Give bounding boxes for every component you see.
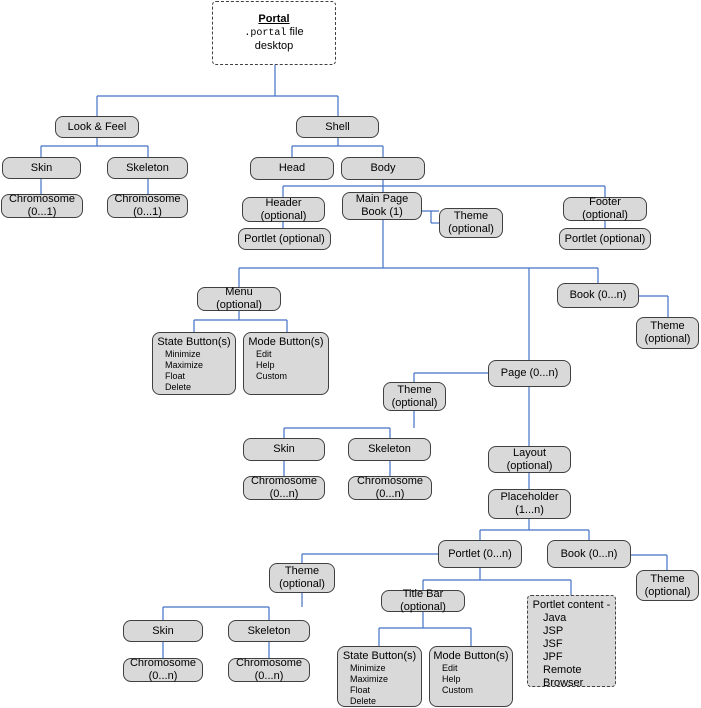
theme-book-lower-label: Theme (optional): [644, 572, 691, 598]
portal-ext: .portal: [244, 28, 287, 39]
state-buttons-title-node: State Button(s) Minimize Maximize Float …: [337, 646, 422, 707]
portal-desktop: desktop: [254, 40, 294, 52]
chromosome-skeleton-top-label: Chromosome (0...1): [114, 193, 181, 218]
chromosome-skin-mid-label: Chromosome (0...n): [250, 475, 318, 500]
chromosome-skeleton-low: Chromosome (0...n): [228, 657, 310, 682]
main-page-book-label: Main Page Book (1): [355, 193, 409, 218]
book-right-node: Book (0...n): [557, 283, 639, 308]
skeleton-low-label: Skeleton: [247, 624, 291, 637]
skin-node-top: Skin: [2, 157, 81, 179]
body-label: Body: [370, 162, 396, 174]
head-label: Head: [278, 162, 306, 174]
theme-body-node: Theme (optional): [439, 208, 503, 238]
menu-label: Menu (optional): [216, 286, 262, 311]
theme-book-lower-node: Theme (optional): [636, 570, 699, 601]
chromosome-skeleton-top: Chromosome (0...1): [107, 193, 188, 218]
portal-file-line: .portal file: [244, 26, 303, 40]
portlet-footer-node: Portlet (optional): [559, 228, 651, 250]
book-right-label: Book (0...n): [569, 289, 627, 301]
look-and-feel-label: Look & Feel: [67, 120, 127, 133]
state-buttons-menu-title: State Button(s): [157, 336, 231, 348]
skeleton-node-top: Skeleton: [107, 157, 188, 179]
layout-node: Layout (optional): [488, 446, 571, 473]
book-lower-node: Book (0...n): [547, 540, 631, 568]
layout-label: Layout (optional): [506, 446, 553, 472]
head-node: Head: [250, 157, 334, 180]
state-buttons-menu-items: Minimize Maximize Float Delete: [165, 349, 204, 392]
main-page-book-node: Main Page Book (1): [342, 192, 422, 220]
theme-portlet-node: Theme (optional): [269, 563, 335, 593]
header-node: Header (optional): [242, 197, 325, 222]
chromosome-skin-low: Chromosome (0...n): [123, 657, 203, 682]
mode-buttons-menu-node: Mode Button(s) Edit Help Custom: [243, 332, 329, 395]
look-and-feel-node: Look & Feel: [55, 116, 139, 138]
placeholder-label: Placeholder (1...n): [500, 491, 559, 516]
header-label: Header (optional): [260, 196, 307, 222]
portlet-content-node: Portlet content - Java JSP JSF JPF Remot…: [527, 595, 616, 689]
portlet-content-title: Portlet content -: [532, 599, 611, 611]
portlet-header-label: Portlet (optional): [244, 232, 325, 245]
chromosome-skeleton-low-label: Chromosome (0...n): [235, 657, 303, 682]
portal-file-word: file: [286, 26, 304, 38]
skeleton-node-low: Skeleton: [228, 620, 310, 642]
theme-page-label: Theme (optional): [391, 383, 438, 409]
shell-node: Shell: [296, 116, 379, 138]
skin-node-mid: Skin: [243, 438, 325, 461]
chromosome-skin-top: Chromosome (0...1): [1, 193, 83, 218]
theme-portlet-label: Theme (optional): [279, 565, 325, 590]
portlet-content-items: Java JSP JSF JPF Remote Browser: [543, 612, 584, 689]
portal-title: Portal: [258, 13, 290, 25]
mode-buttons-title-node: Mode Button(s) Edit Help Custom: [429, 646, 513, 707]
mode-buttons-menu-items: Edit Help Custom: [256, 349, 288, 381]
portlet-label: Portlet (0...n): [448, 547, 512, 560]
skeleton-mid-label: Skeleton: [368, 443, 411, 455]
theme-body-label: Theme (optional): [448, 210, 494, 235]
body-node: Body: [341, 157, 425, 180]
mode-buttons-title-items: Edit Help Custom: [442, 663, 474, 695]
skin-mid-label: Skin: [273, 443, 295, 455]
title-bar-node: Title Bar (optional): [381, 588, 465, 613]
placeholder-node: Placeholder (1...n): [488, 489, 571, 519]
footer-label: Footer (optional): [582, 196, 628, 221]
theme-book-right-label: Theme (optional): [644, 320, 691, 345]
theme-book-right-node: Theme (optional): [636, 317, 699, 349]
state-buttons-menu-node: State Button(s) Minimize Maximize Float …: [152, 332, 236, 395]
portal-node: Portal .portal file desktop: [212, 1, 336, 65]
theme-page-node: Theme (optional): [383, 382, 446, 411]
page-label: Page (0...n): [500, 367, 559, 379]
portlet-header-node: Portlet (optional): [238, 228, 331, 250]
chromosome-skin-top-label: Chromosome (0...1): [8, 193, 76, 218]
page-node: Page (0...n): [488, 360, 571, 387]
title-bar-label: Title Bar (optional): [400, 588, 446, 613]
footer-node: Footer (optional): [563, 196, 647, 221]
state-buttons-title-title: State Button(s): [342, 650, 417, 662]
book-lower-label: Book (0...n): [560, 547, 618, 560]
state-buttons-title-items: Minimize Maximize Float Delete: [350, 663, 389, 706]
skeleton-node-mid: Skeleton: [348, 438, 431, 461]
mode-buttons-title-title: Mode Button(s): [433, 650, 509, 662]
chromosome-skin-mid: Chromosome (0...n): [243, 475, 325, 500]
portlet-node: Portlet (0...n): [438, 540, 522, 568]
chromosome-skeleton-mid: Chromosome (0...n): [348, 475, 432, 500]
chromosome-skeleton-mid-label: Chromosome (0...n): [356, 475, 424, 500]
shell-label: Shell: [325, 120, 350, 133]
menu-node: Menu (optional): [197, 286, 281, 311]
skin-low-label: Skin: [152, 624, 174, 637]
skin-top-label: Skin: [30, 161, 53, 174]
skeleton-top-label: Skeleton: [126, 161, 169, 174]
skin-node-low: Skin: [123, 620, 203, 642]
mode-buttons-menu-title: Mode Button(s): [248, 336, 324, 348]
portlet-footer-label: Portlet (optional): [564, 232, 646, 245]
chromosome-skin-low-label: Chromosome (0...n): [129, 657, 197, 682]
